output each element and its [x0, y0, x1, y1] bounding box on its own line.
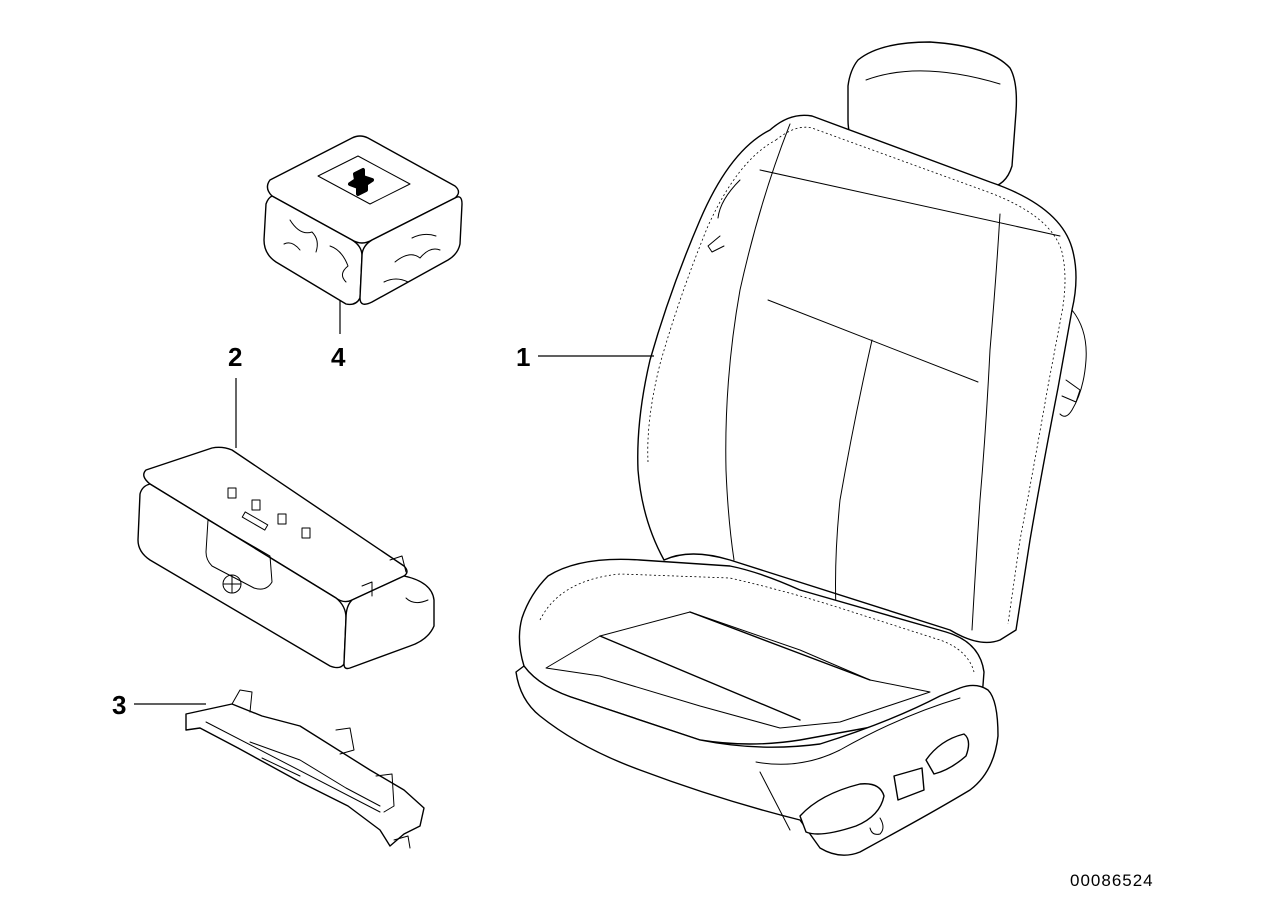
callout-3: 3: [112, 690, 126, 720]
diagram-part-number: 00086524: [1070, 871, 1154, 890]
seat: [515, 41, 1087, 856]
bracket: [185, 689, 425, 849]
first-aid-kit: [263, 135, 463, 306]
callout-1: 1: [516, 342, 530, 372]
callout-2: 2: [228, 342, 242, 372]
callout-4: 4: [331, 342, 346, 372]
storage-compartment: [137, 446, 435, 670]
